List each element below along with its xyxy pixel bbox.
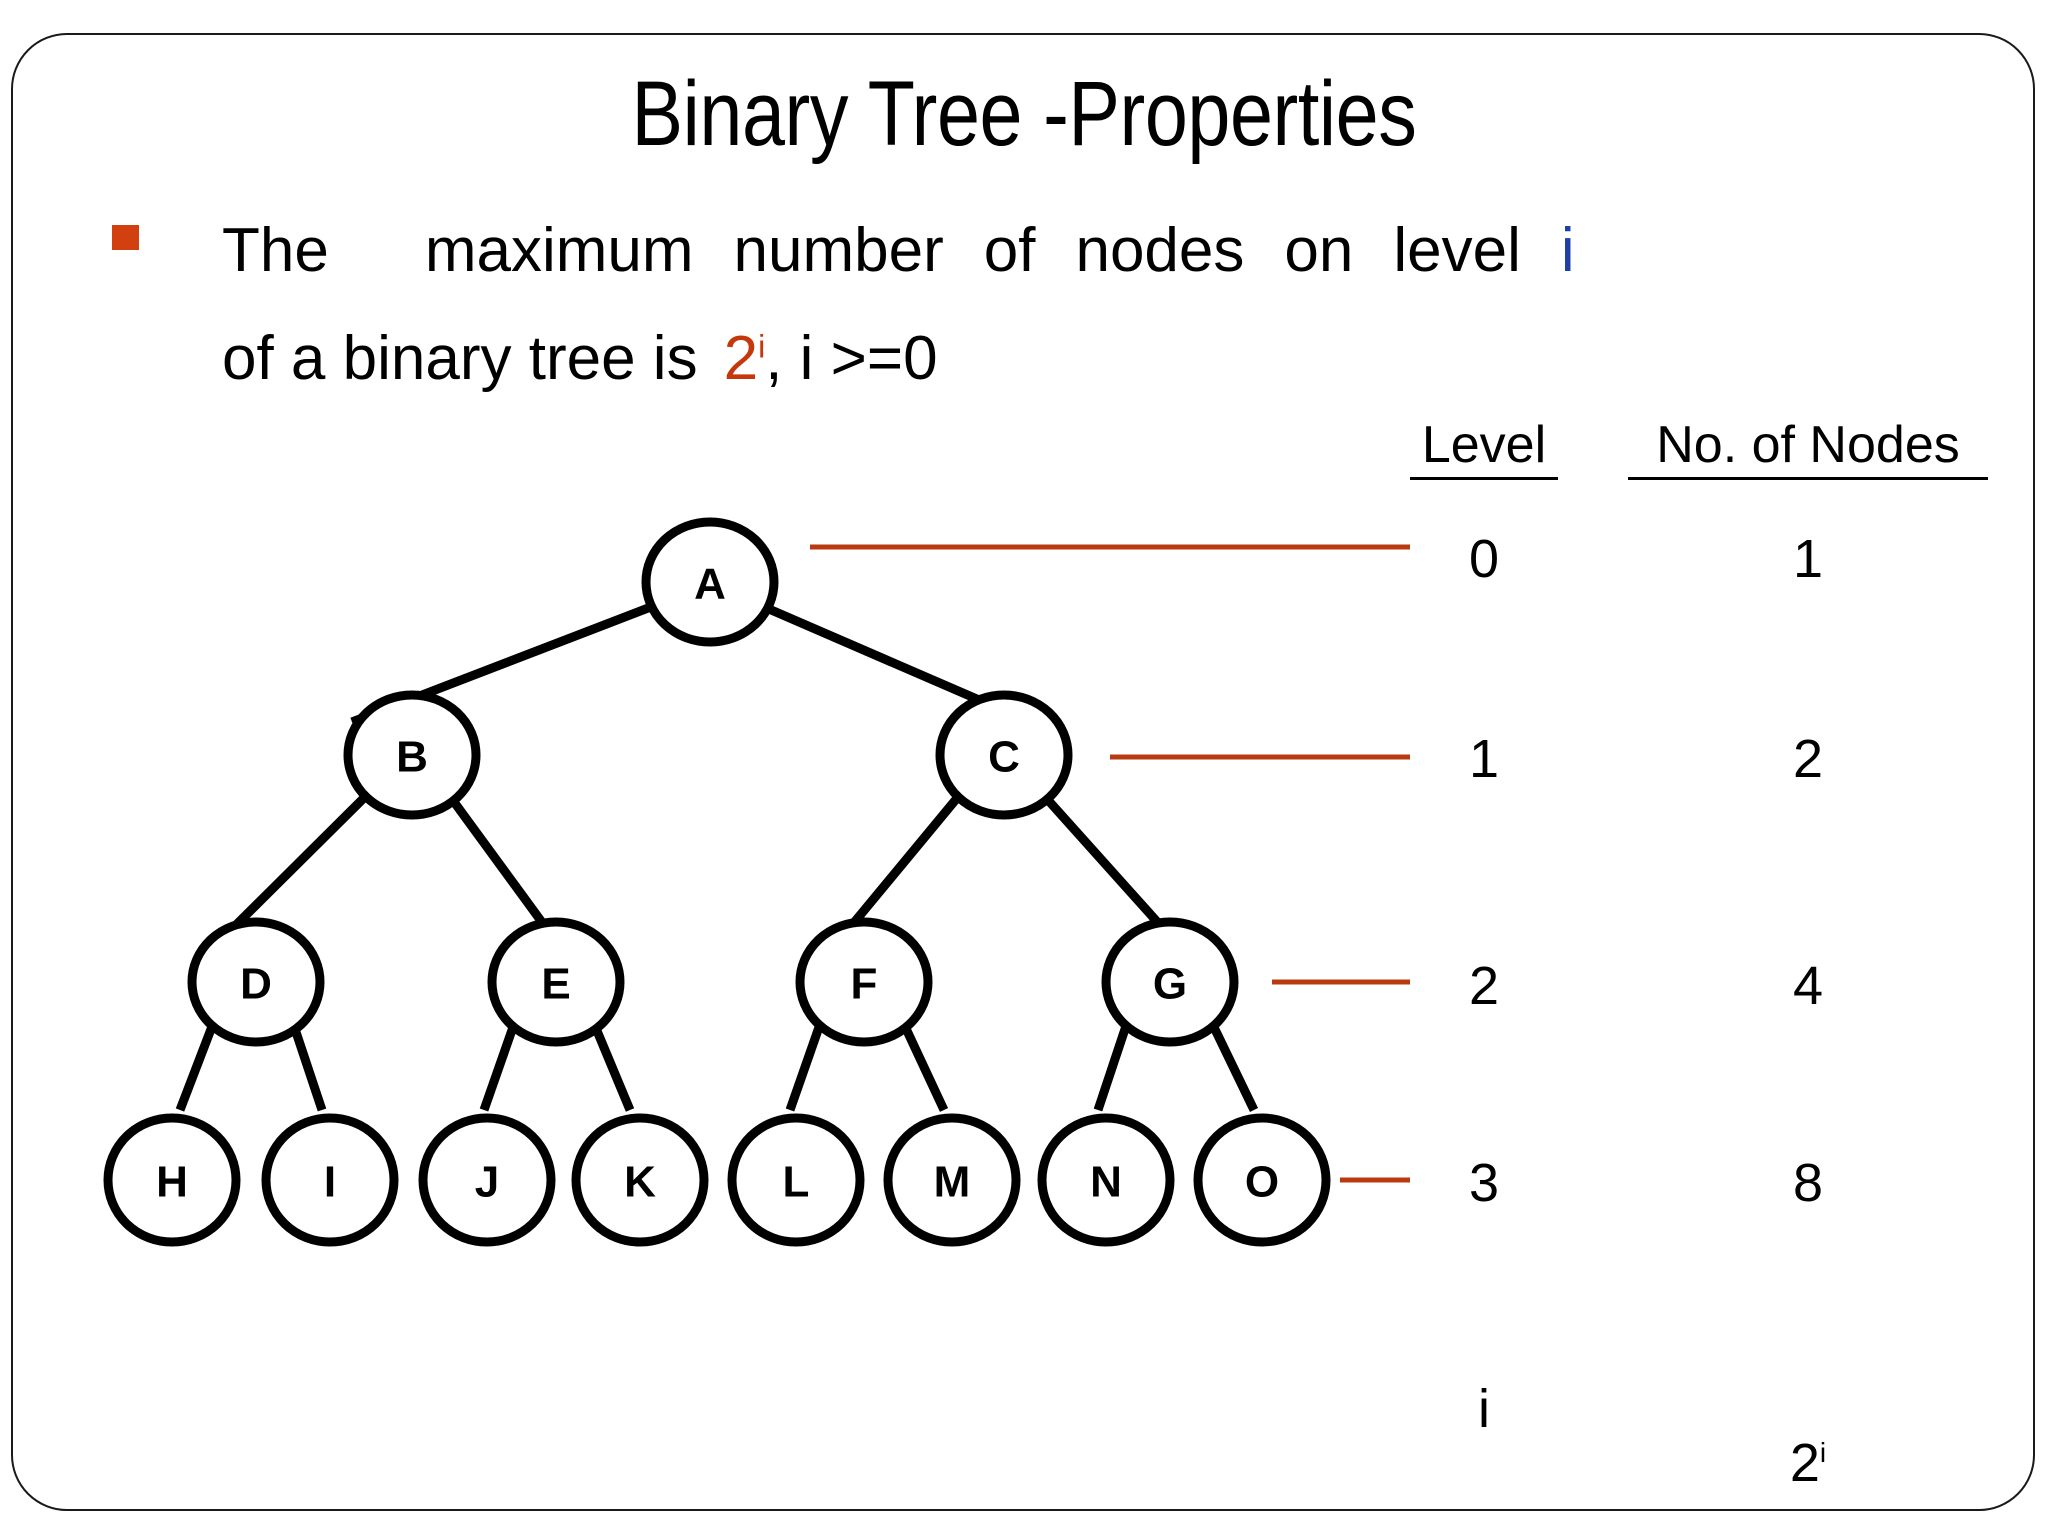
node-label-a: A: [694, 560, 726, 609]
node-circle-e: [487, 917, 625, 1047]
node-label-j: J: [475, 1158, 499, 1207]
cell-count-i-base: 2: [1789, 1433, 1820, 1493]
cell-count-3: 8: [1792, 1153, 1824, 1213]
node-circle-a: [641, 517, 779, 647]
node-circle-j: [418, 1113, 556, 1247]
tree-node-o: O: [1193, 1113, 1331, 1247]
edge-b-d: [232, 776, 386, 929]
tree-node-h: H: [103, 1113, 241, 1247]
tree-edges: [175, 585, 1259, 1112]
node-label-b: B: [396, 733, 428, 782]
formula-prefix: of a binary tree is: [222, 324, 698, 393]
word-the: The: [222, 216, 329, 285]
cell-count-2: 4: [1792, 956, 1824, 1016]
cell-level-2: 2: [1468, 956, 1500, 1016]
node-label-l: L: [783, 1158, 810, 1207]
tree-node-g: G: [1101, 917, 1239, 1047]
column-header-no-of-nodes: No. of Nodes: [1628, 415, 1988, 480]
word-of: of: [983, 216, 1036, 285]
node-circle-d: [187, 917, 325, 1047]
node-label-c: C: [988, 733, 1020, 782]
tree-node-c: C: [935, 690, 1073, 820]
node-circle-n: [1037, 1113, 1175, 1247]
word-level: level: [1393, 216, 1521, 285]
node-label-d: D: [240, 960, 272, 1009]
node-circle-i: [261, 1113, 399, 1247]
cell-count-1: 2: [1792, 729, 1824, 789]
node-circle-l: [727, 1113, 865, 1247]
cell-level-3: 3: [1468, 1153, 1500, 1213]
node-label-g: G: [1153, 960, 1187, 1009]
node-circle-m: [883, 1113, 1021, 1247]
node-circle-o: [1193, 1113, 1331, 1247]
tree-node-m: M: [883, 1113, 1021, 1247]
cell-level-0: 0: [1468, 529, 1500, 589]
tree-node-d: D: [187, 917, 325, 1047]
formula-suffix: , i >=0: [765, 324, 938, 393]
node-label-h: H: [156, 1158, 188, 1207]
page-title: Binary Tree -Properties: [631, 63, 1417, 165]
node-label-n: N: [1090, 1158, 1122, 1207]
node-label-m: M: [934, 1158, 971, 1207]
cell-level-i: i: [1478, 1379, 1490, 1439]
bullet-line-2: of a binary tree is 2i, i >=0: [222, 305, 1982, 413]
formula-exponent-i: i: [758, 328, 766, 365]
node-label-f: F: [851, 960, 878, 1009]
cell-count-i: 2i: [1628, 1432, 1988, 1494]
tree-node-l: L: [727, 1113, 865, 1247]
node-circle-g: [1101, 917, 1239, 1047]
tree-node-a: A: [641, 517, 779, 647]
formula-base-2: 2: [723, 324, 759, 393]
variable-i-blue: i: [1560, 216, 1575, 285]
edge-c-f: [848, 777, 976, 928]
cell-level-1: 1: [1468, 729, 1500, 789]
word-on: on: [1284, 216, 1354, 285]
word-number: number: [733, 216, 944, 285]
square-bullet-icon: [112, 225, 139, 250]
word-nodes: nodes: [1075, 216, 1245, 285]
tree-node-i: I: [261, 1113, 399, 1247]
cell-count-i-exponent: i: [1819, 1437, 1827, 1468]
tree-node-n: N: [1037, 1113, 1175, 1247]
node-circle-c: [935, 690, 1073, 820]
node-circle-b: [343, 690, 481, 820]
word-maximum: maximum: [424, 216, 694, 285]
edge-c-g: [1026, 776, 1164, 929]
leader-lines: [810, 544, 1410, 1183]
node-circle-k: [571, 1113, 709, 1247]
tree-node-b: B: [343, 690, 481, 820]
column-header-level: Level: [1410, 415, 1558, 480]
node-label-e: E: [541, 960, 570, 1009]
tree-node-e: E: [487, 917, 625, 1047]
tree-node-j: J: [418, 1113, 556, 1247]
node-circle-f: [795, 917, 933, 1047]
node-label-i: I: [324, 1158, 336, 1207]
tree-node-f: F: [795, 917, 933, 1047]
node-label-k: K: [624, 1158, 656, 1207]
tree-node-k: K: [571, 1113, 709, 1247]
node-label-o: O: [1245, 1158, 1279, 1207]
node-circle-h: [103, 1113, 241, 1247]
cell-count-0: 1: [1792, 529, 1824, 589]
